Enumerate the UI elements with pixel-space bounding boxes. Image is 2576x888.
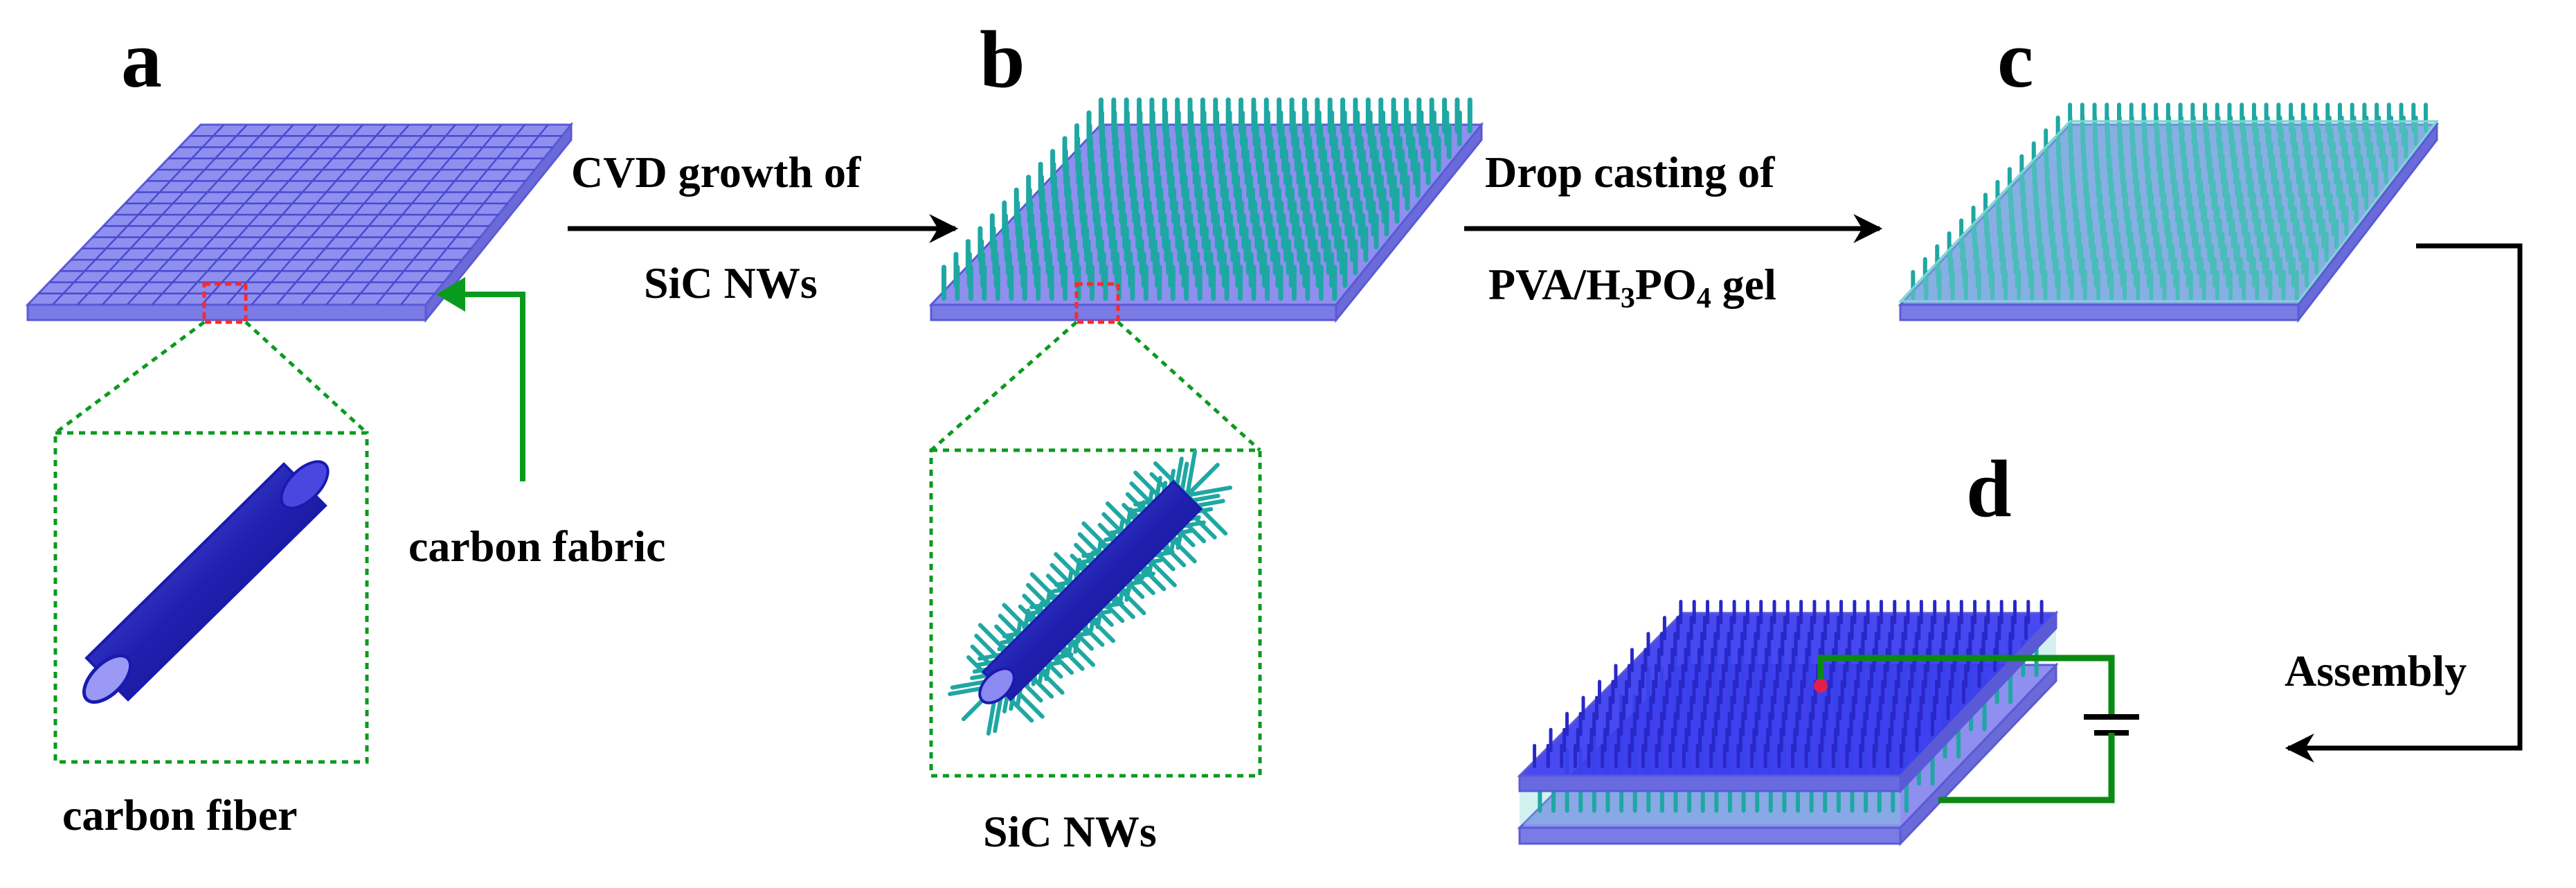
carbon-fiber-label: carbon fiber xyxy=(62,790,298,840)
zoom-line-right-a xyxy=(244,321,368,434)
zoom-line-right-b xyxy=(1117,321,1261,452)
panel-label-c: c xyxy=(1997,14,2033,105)
external-circuit xyxy=(1814,655,2139,803)
arrow-c-to-d xyxy=(2285,243,2523,763)
panel-label-a: a xyxy=(121,14,162,105)
zoom-line-left-b xyxy=(930,321,1078,452)
assembled-supercapacitor xyxy=(1517,600,2059,846)
drop-label-line1: Drop casting of xyxy=(1485,148,1775,197)
sic-nanowire-sheet xyxy=(928,97,1484,323)
carbon-fabric-pointer-arrow xyxy=(436,277,525,481)
panel-label-d: d xyxy=(1966,443,2012,534)
zoom-box-b xyxy=(929,448,1262,778)
sic-coated-fiber xyxy=(948,449,1233,736)
zoom-line-left-a xyxy=(54,320,206,435)
cvd-label-line1: CVD growth of xyxy=(571,148,861,197)
drop-label-line2: PVA/H3PO4 gel xyxy=(1488,260,1776,314)
carbon-fiber-cylinder xyxy=(82,460,330,704)
highlight-box-a xyxy=(202,282,248,324)
sic-nws-label: SiC NWs xyxy=(983,807,1157,856)
zoom-box-a xyxy=(53,431,369,764)
carbon-fabric-sheet xyxy=(25,121,574,323)
contact-dot xyxy=(1814,679,1828,693)
panel-label-b: b xyxy=(980,14,1025,105)
assembly-label: Assembly xyxy=(2285,646,2467,695)
gel-coated-sheet xyxy=(1898,103,2440,323)
cvd-label-line2: SiC NWs xyxy=(644,258,818,308)
carbon-fabric-label: carbon fabric xyxy=(408,522,666,571)
highlight-box-b xyxy=(1074,282,1120,324)
